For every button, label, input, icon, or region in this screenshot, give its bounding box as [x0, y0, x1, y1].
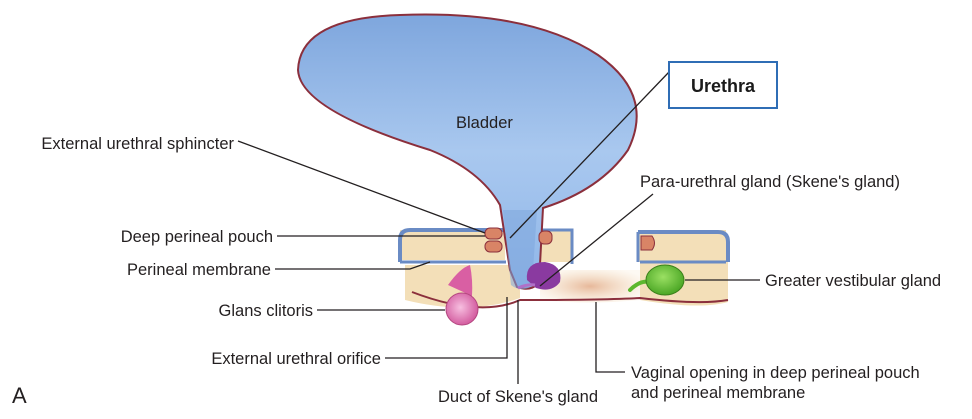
greater-vestibular-gland: [628, 264, 685, 296]
label-vaginal-opening-line1: Vaginal opening in deep perineal pouch: [631, 364, 920, 382]
label-deep-perineal-pouch: Deep perineal pouch: [121, 228, 273, 246]
label-external-urethral-sphincter: External urethral sphincter: [41, 135, 234, 153]
external-urethral-sphincter: [484, 227, 553, 253]
label-greater-vestibular-gland: Greater vestibular gland: [765, 272, 941, 290]
label-duct-of-skenes-gland: Duct of Skene's gland: [438, 388, 598, 406]
skene-gland: [517, 262, 561, 290]
glans-clitoris: [445, 265, 479, 326]
deep-perineal-pouch-right: [636, 230, 730, 264]
urethra-title-box: [668, 61, 778, 109]
urethra-title: Urethra: [691, 76, 756, 96]
bladder: [296, 13, 638, 290]
leader-perineal-membrane: [275, 261, 431, 270]
leader-vaginal-opening: [595, 302, 625, 373]
leader-urethra: [509, 71, 670, 239]
leader-lines: [237, 71, 760, 384]
label-external-urethral-orifice: External urethral orifice: [211, 350, 381, 368]
leader-external-urethral-orifice: [385, 297, 508, 359]
label-perineal-membrane: Perineal membrane: [127, 261, 271, 279]
label-bladder: Bladder: [456, 114, 513, 132]
label-glans-clitoris: Glans clitoris: [219, 302, 313, 320]
label-para-urethral-gland: Para-urethral gland (Skene's gland): [640, 173, 900, 191]
panel-letter: A: [12, 383, 27, 408]
label-vaginal-opening-line2: and perineal membrane: [631, 384, 805, 402]
leader-para-urethral-gland: [539, 193, 654, 287]
leader-external-urethral-sphincter: [237, 140, 486, 234]
